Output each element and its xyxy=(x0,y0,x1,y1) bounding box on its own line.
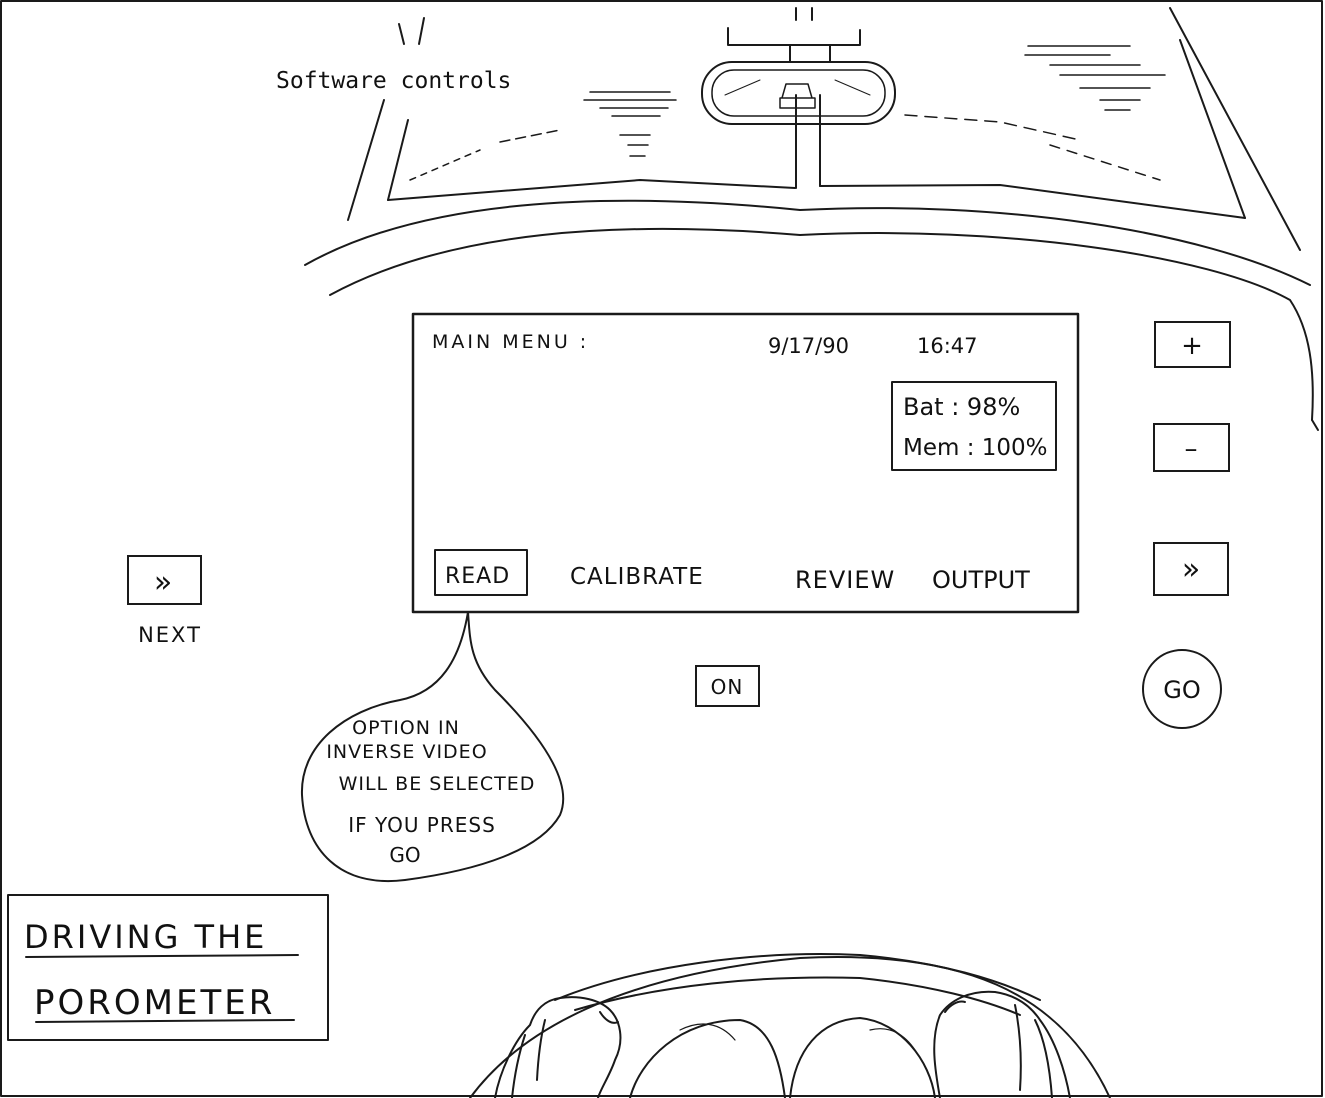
next-button-left[interactable]: » xyxy=(127,555,202,605)
left-hand xyxy=(494,996,622,1098)
go-button[interactable]: GO xyxy=(1142,649,1222,729)
caption-software-controls: Software controls xyxy=(276,68,511,94)
plus-button[interactable]: + xyxy=(1154,321,1231,368)
steering-wheel xyxy=(469,953,1111,1098)
callout-line-1: OPTION IN xyxy=(352,717,460,739)
menu-item-output[interactable]: OUTPUT xyxy=(932,566,1030,594)
minus-label: – xyxy=(1185,434,1198,464)
next-caption: NEXT xyxy=(138,623,202,647)
windshield xyxy=(304,7,1319,431)
callout-line-4: IF YOU PRESS xyxy=(348,813,496,837)
callout-line-2: INVERSE VIDEO xyxy=(326,741,487,763)
display-screen: MAIN MENU : 9/17/90 16:47 Bat : 98% Mem … xyxy=(411,312,1080,614)
battery-status: Bat : 98% xyxy=(903,393,1020,421)
callout-line-3: WILL BE SELECTED xyxy=(339,773,536,795)
next-left-label: » xyxy=(154,565,172,600)
plus-label: + xyxy=(1181,331,1203,361)
next-button-right[interactable]: » xyxy=(1153,542,1229,596)
go-label: GO xyxy=(1163,676,1201,704)
menu-item-calibrate[interactable]: CALIBRATE xyxy=(570,564,704,590)
memory-status: Mem : 100% xyxy=(903,435,1048,461)
menu-item-read-label: READ xyxy=(445,564,510,589)
title-line-1: DRIVING THE xyxy=(24,918,267,956)
menu-item-review[interactable]: REVIEW xyxy=(795,566,895,594)
callout-bubble: OPTION IN INVERSE VIDEO WILL BE SELECTED… xyxy=(300,611,565,883)
next-right-label: » xyxy=(1182,552,1200,587)
title-box: DRIVING THE POROMETER xyxy=(7,894,329,1041)
on-label: ON xyxy=(711,675,744,699)
title-line-2: POROMETER xyxy=(34,983,275,1023)
rear-view-mirror xyxy=(701,27,896,125)
windshield-glare xyxy=(409,45,1166,181)
callout-line-5: GO xyxy=(389,843,420,867)
screen-time: 16:47 xyxy=(917,334,978,358)
right-hand xyxy=(933,990,1071,1098)
main-menu-heading: MAIN MENU : xyxy=(432,331,589,353)
on-button[interactable]: ON xyxy=(695,665,760,707)
minus-button[interactable]: – xyxy=(1153,423,1230,472)
menu-item-read[interactable]: READ xyxy=(434,549,528,596)
screen-date: 9/17/90 xyxy=(768,334,849,358)
status-box: Bat : 98% Mem : 100% xyxy=(891,381,1057,471)
